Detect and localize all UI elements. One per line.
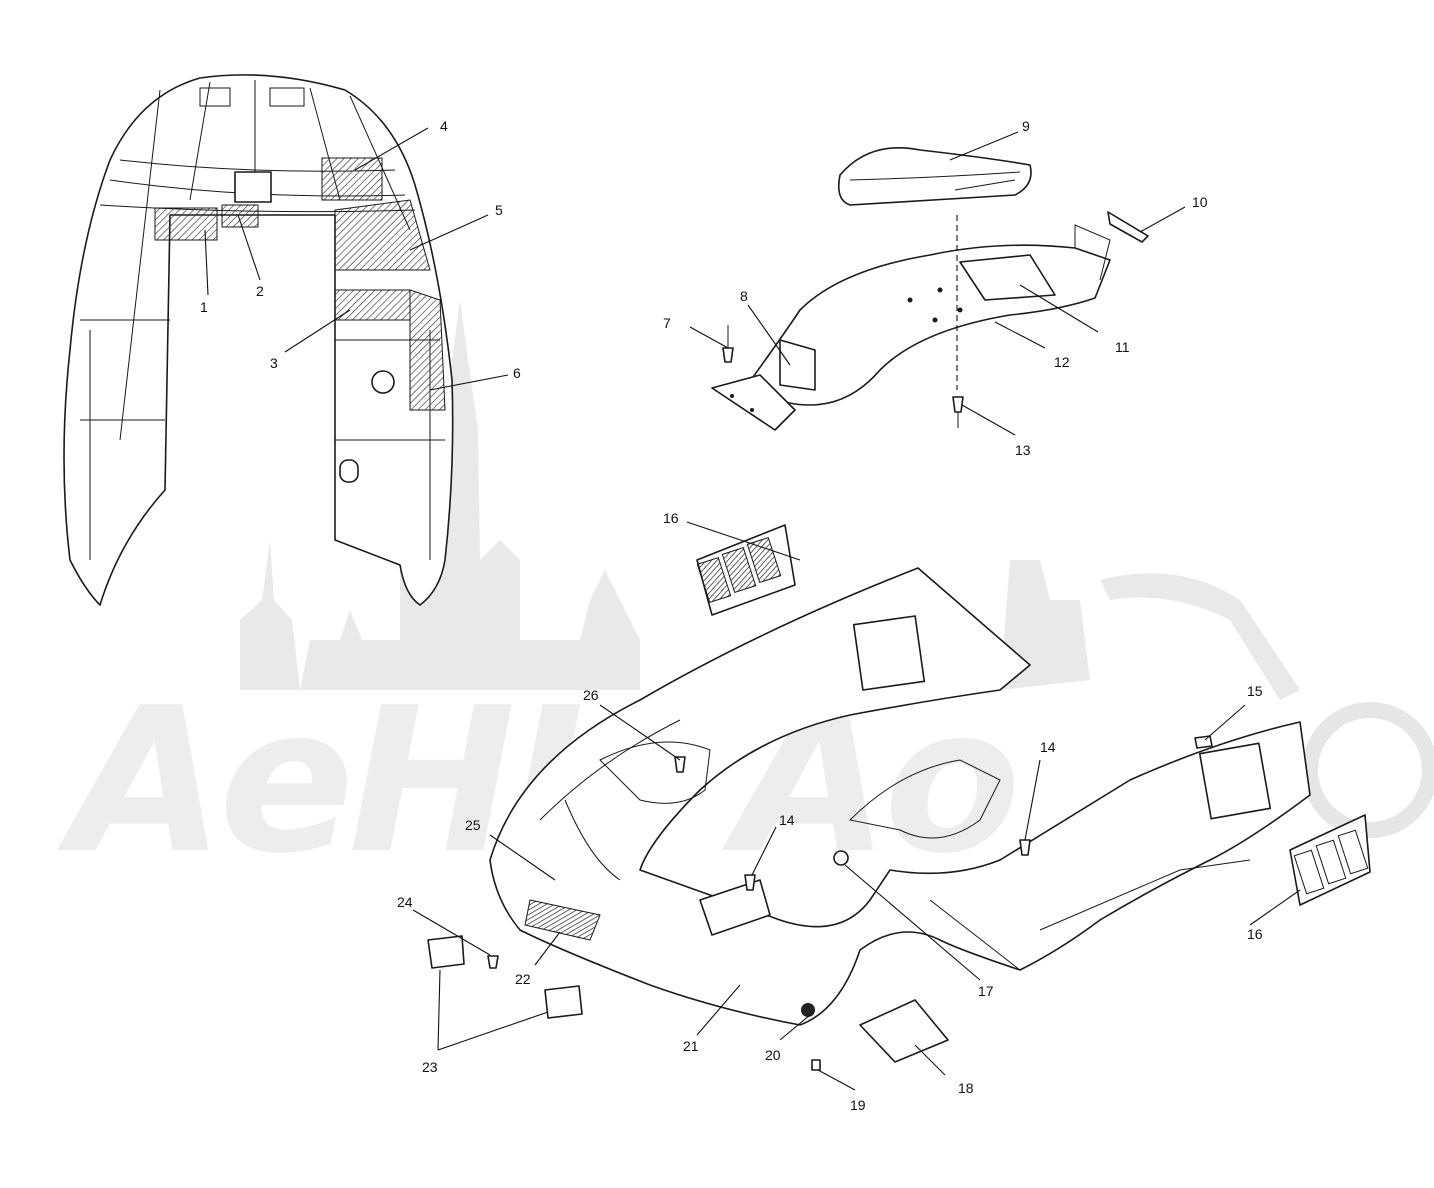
callout-14-lower: 14 bbox=[779, 812, 795, 828]
callout-11: 11 bbox=[1115, 339, 1130, 355]
callout-12: 12 bbox=[1054, 354, 1070, 370]
side-vent-left bbox=[696, 524, 796, 616]
callout-16-right: 16 bbox=[1247, 926, 1263, 942]
callout-1: 1 bbox=[200, 299, 208, 315]
callout-16-left: 16 bbox=[663, 510, 679, 526]
pad-6 bbox=[409, 289, 446, 411]
side-vent-right bbox=[1289, 814, 1371, 906]
callout-14-upper: 14 bbox=[1040, 739, 1056, 755]
callout-8: 8 bbox=[740, 288, 748, 304]
callout-3: 3 bbox=[270, 355, 278, 371]
callout-2: 2 bbox=[256, 283, 264, 299]
pad-2 bbox=[221, 204, 259, 228]
pad-1 bbox=[154, 207, 218, 241]
belly-pan-assembly bbox=[489, 567, 1311, 1026]
callout-19: 19 bbox=[850, 1097, 866, 1113]
callout-15: 15 bbox=[1247, 683, 1263, 699]
hood-assembly bbox=[63, 74, 454, 606]
callout-24: 24 bbox=[397, 894, 413, 910]
callout-21: 21 bbox=[683, 1038, 699, 1054]
callout-4: 4 bbox=[440, 118, 448, 134]
pad-4 bbox=[321, 157, 383, 201]
callout-22: 22 bbox=[515, 971, 531, 987]
callout-23: 23 bbox=[422, 1059, 438, 1075]
leader-lines bbox=[204, 127, 1301, 1091]
callout-9: 9 bbox=[1022, 118, 1030, 134]
callout-6: 6 bbox=[513, 365, 521, 381]
callout-17: 17 bbox=[978, 983, 994, 999]
callout-26: 26 bbox=[583, 687, 599, 703]
callout-7: 7 bbox=[663, 315, 671, 331]
pad-5 bbox=[334, 199, 431, 271]
callouts: 1 2 3 4 5 6 7 8 9 10 11 12 13 14 14 15 1… bbox=[200, 118, 1263, 1113]
callout-5: 5 bbox=[495, 202, 503, 218]
callout-13: 13 bbox=[1015, 442, 1031, 458]
fasteners bbox=[427, 756, 1031, 1071]
seat-assembly bbox=[711, 147, 1149, 431]
callout-10: 10 bbox=[1192, 194, 1208, 210]
pad-3 bbox=[334, 289, 411, 321]
callout-18: 18 bbox=[958, 1080, 974, 1096]
callout-25: 25 bbox=[465, 817, 481, 833]
callout-20: 20 bbox=[765, 1047, 781, 1063]
